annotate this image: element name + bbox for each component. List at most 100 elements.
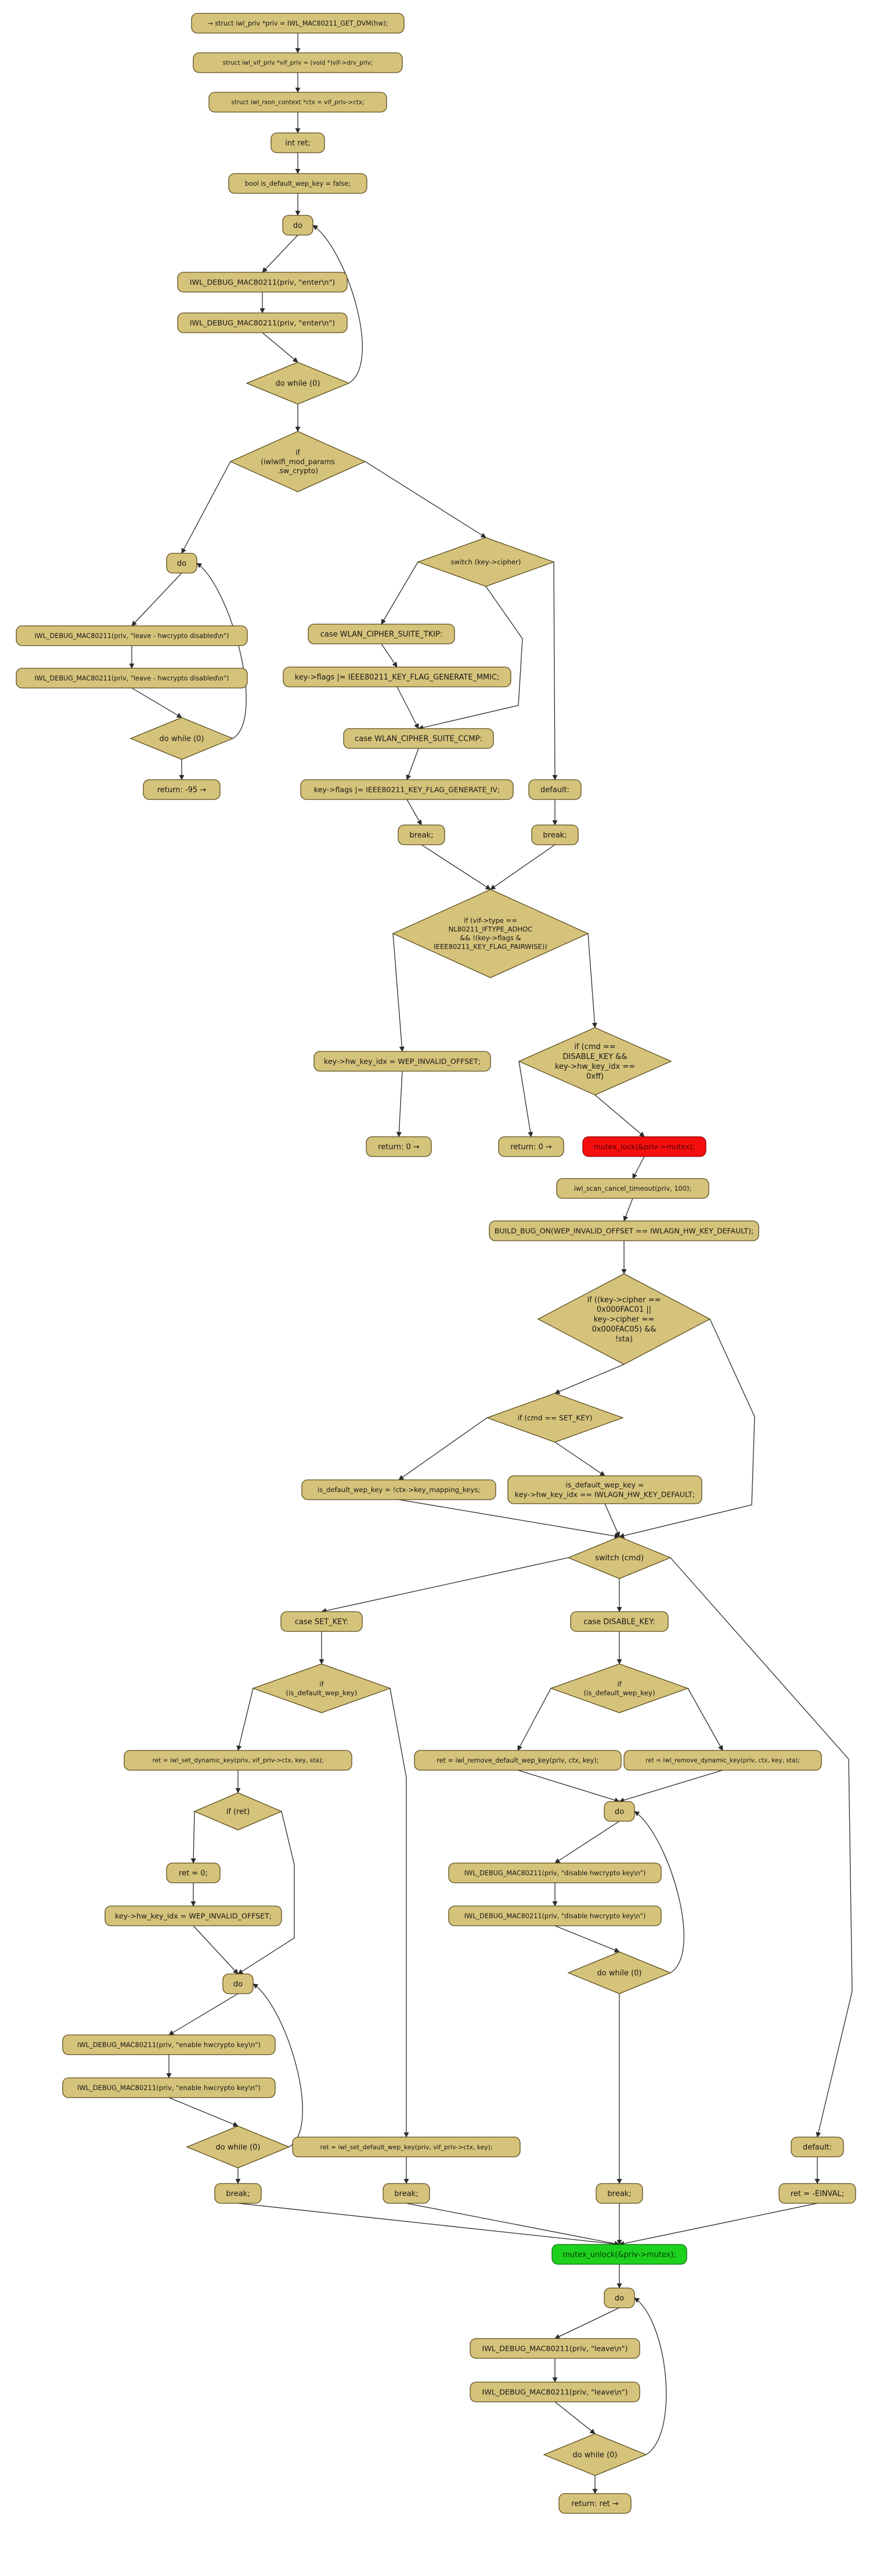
flow-node-switch-cmd: switch (cmd)	[567, 1536, 672, 1579]
mutex-unlock-box	[551, 2244, 687, 2265]
flow-node-dowhile-disable: do while (0)	[567, 1951, 672, 1994]
dowhile-hwcrypto-disabled-line-0: do while (0)	[160, 735, 204, 744]
entry-stmt-get-dvm-line-0: → struct iwl_priv *priv = IWL_MAC80211_G…	[208, 20, 388, 27]
debug-disable-2-box	[448, 1905, 662, 1926]
flow-edge-d24-d26	[587, 933, 597, 1028]
debug-hwcrypto-disabled-1-line-0: IWL_DEBUG_MAC80211(priv, "leave - hwcryp…	[34, 632, 229, 640]
flow-edge-b35-d36	[604, 1503, 620, 1537]
flow-node-stmt-default-wep-from-hwidx: is_default_wep_key =key->hw_key_idx == I…	[507, 1475, 702, 1504]
flow-node-break-set-key: break;	[214, 2183, 262, 2204]
stmt-hw-key-idx-invalid-2-line-0: key->hw_key_idx = WEP_INVALID_OFFSET;	[115, 1911, 272, 1920]
if-wep-cipher-no-sta-line-0: if ((key->cipher ==	[587, 1296, 661, 1305]
case-set-key-line-0: case SET_KEY:	[295, 1618, 348, 1627]
flow-edge-d14-b11	[196, 563, 247, 739]
flow-edge-b6-b7	[262, 235, 298, 273]
flow-node-if-adhoc-not-pairwise: if (vif->type ==NL80211_IFTYPE_ADHOC&& !…	[392, 889, 589, 978]
stmt-generate-mmic-box	[283, 666, 511, 687]
stmt-generate-iv-label: key->flags |= IEEE80211_KEY_FLAG_GENERAT…	[314, 785, 500, 794]
flow-node-dowhile-hwcrypto-disabled: do while (0)	[129, 717, 234, 760]
case-cmd-default-box	[791, 2137, 844, 2157]
flow-node-if-default-wep-disable: if(is_default_wep_key)	[550, 1663, 689, 1713]
debug-enter-2-box	[177, 312, 348, 333]
entry-stmt-get-dvm-label: → struct iwl_priv *priv = IWL_MAC80211_G…	[208, 20, 388, 27]
flow-node-debug-hwcrypto-disabled-1: IWL_DEBUG_MAC80211(priv, "leave - hwcryp…	[16, 625, 248, 646]
stmt-default-wep-from-mapping-box	[301, 1479, 496, 1500]
stmt-default-wep-from-hwidx-label: is_default_wep_key =key->hw_key_idx == I…	[515, 1480, 695, 1498]
break-set-key-label: break;	[226, 2190, 250, 2199]
flow-node-switch-key-cipher: switch (key->cipher)	[417, 537, 555, 587]
flow-node-debug-enter-1: IWL_DEBUG_MAC80211(priv, "enter\n")	[177, 272, 348, 293]
flow-node-debug-disable-1: IWL_DEBUG_MAC80211(priv, "disable hwcryp…	[448, 1862, 662, 1883]
flow-edge-b54-d55	[554, 1925, 620, 1953]
if-adhoc-not-pairwise-line-1: NL80211_IFTYPE_ADHOC	[449, 925, 533, 934]
case-cmd-default-line-0: default:	[803, 2143, 832, 2152]
if-wep-cipher-no-sta-line-3: 0x000FAC05) &&	[592, 1325, 657, 1334]
flow-edge-d16-b17	[381, 561, 419, 625]
debug-enable-1-label: IWL_DEBUG_MAC80211(priv, "enable hwcrypt…	[77, 2041, 261, 2049]
debug-leave-2-box	[470, 2382, 640, 2402]
switch-cmd-line-0: switch (cmd)	[595, 1554, 644, 1563]
stmt-scan-cancel-box	[556, 1178, 709, 1199]
stmt-generate-mmic-label: key->flags |= IEEE80211_KEY_FLAG_GENERAT…	[295, 673, 500, 682]
flow-edge-d55-b52	[634, 1811, 684, 1973]
switch-cmd-label: switch (cmd)	[595, 1554, 644, 1563]
if-disable-key-tx-only-line-1: DISABLE_KEY &&	[562, 1053, 627, 1061]
stmt-generate-iv-line-0: key->flags |= IEEE80211_KEY_FLAG_GENERAT…	[314, 785, 500, 794]
flow-edge-d33-b35	[554, 1442, 605, 1476]
debug-disable-1-label: IWL_DEBUG_MAC80211(priv, "disable hwcryp…	[464, 1869, 646, 1877]
flow-node-break-disable-key: break;	[596, 2183, 643, 2204]
flow-edge-b25-b27	[396, 1071, 403, 1137]
do-leave-line-0: do	[615, 2294, 624, 2303]
flow-node-stmt-set-dynamic-key: ret = iwl_set_dynamic_key(priv, vif_priv…	[124, 1750, 352, 1771]
stmt-remove-dynamic-key-line-0: ret = iwl_remove_dynamic_key(priv, ctx, …	[645, 1757, 800, 1764]
debug-hwcrypto-disabled-1-label: IWL_DEBUG_MAC80211(priv, "leave - hwcryp…	[34, 632, 229, 640]
flow-node-if-ret: if (ret)	[193, 1792, 283, 1831]
break-disable-key-label: break;	[607, 2190, 631, 2199]
stmt-ctx-label: struct iwl_rxon_context *ctx = vif_priv-…	[231, 99, 364, 106]
debug-hwcrypto-disabled-1-box	[16, 625, 248, 646]
flow-node-case-cipher-ccmp: case WLAN_CIPHER_SUITE_CCMP:	[343, 728, 494, 749]
do-enable-label: do	[233, 1980, 243, 1989]
mutex-unlock-label: mutex_unlock(&priv->mutex);	[562, 2251, 676, 2260]
flow-edge-b18-b19	[396, 686, 419, 729]
if-sw-crypto-line-0: if	[295, 448, 300, 456]
flow-edge-b19-b20	[406, 748, 419, 780]
break-cipher-2-label: break;	[543, 831, 567, 840]
flow-node-do-disable: do	[604, 1801, 635, 1822]
stmt-build-bug-on-line-0: BUILD_BUG_ON(WEP_INVALID_OFFSET == IWLAG…	[495, 1226, 753, 1235]
flow-node-dowhile-enable: do while (0)	[186, 2125, 290, 2168]
flow-edge-d49-b50	[517, 1688, 551, 1751]
flow-node-debug-enable-2: IWL_DEBUG_MAC80211(priv, "enable hwcrypt…	[62, 2077, 276, 2098]
switch-cmd-diamond	[567, 1536, 672, 1579]
if-default-wep-disable-label: if(is_default_wep_key)	[584, 1680, 655, 1697]
debug-leave-1-line-0: IWL_DEBUG_MAC80211(priv, "leave\n")	[482, 2344, 628, 2353]
flow-edge-d16-b19	[418, 586, 523, 730]
flow-node-stmt-hw-key-idx-invalid: key->hw_key_idx = WEP_INVALID_OFFSET;	[313, 1051, 491, 1072]
debug-enter-1-line-0: IWL_DEBUG_MAC80211(priv, "enter\n")	[190, 278, 335, 287]
break-default-wep-label: break;	[394, 2190, 418, 2199]
flow-edge-d40-b41	[190, 1811, 196, 1864]
flow-node-return-eopnotsupp: return: -95 →	[143, 779, 221, 800]
if-adhoc-not-pairwise-diamond	[392, 889, 589, 978]
case-cipher-ccmp-label: case WLAN_CIPHER_SUITE_CCMP:	[355, 735, 482, 744]
do-disable-box	[604, 1801, 635, 1822]
flow-edge-d32-d36	[619, 1318, 755, 1539]
mutex-unlock-line-0: mutex_unlock(&priv->mutex);	[562, 2251, 676, 2260]
stmt-ctx-box	[208, 92, 387, 113]
debug-enter-1-box	[177, 272, 348, 293]
mutex-lock-box	[582, 1136, 706, 1157]
flow-edge-d16-b21	[552, 561, 558, 780]
flow-node-if-disable-key-tx-only: if (cmd ==DISABLE_KEY &&key->hw_key_idx …	[518, 1027, 672, 1096]
flow-node-if-sw-crypto: if(iwlwifi_mod_params.sw_crypto)	[229, 431, 366, 492]
debug-enter-2-line-0: IWL_DEBUG_MAC80211(priv, "enter\n")	[190, 319, 335, 327]
flow-node-do-hwcrypto-disabled: do	[166, 553, 197, 574]
if-default-wep-set-diamond	[252, 1663, 391, 1713]
return-eopnotsupp-label: return: -95 →	[157, 786, 207, 795]
dowhile-disable-line-0: do while (0)	[597, 1969, 642, 1978]
stmt-set-default-wep-line-0: ret = iwl_set_default_wep_key(priv, vif_…	[320, 2143, 493, 2151]
stmt-default-wep-from-mapping-label: is_default_wep_key = !ctx->key_mapping_k…	[318, 1486, 481, 1494]
break-disable-key-box	[596, 2183, 643, 2204]
if-ret-line-0: if (ret)	[226, 1808, 250, 1817]
flow-edge-d33-b34	[398, 1417, 488, 1480]
do-disable-label: do	[615, 1808, 624, 1817]
